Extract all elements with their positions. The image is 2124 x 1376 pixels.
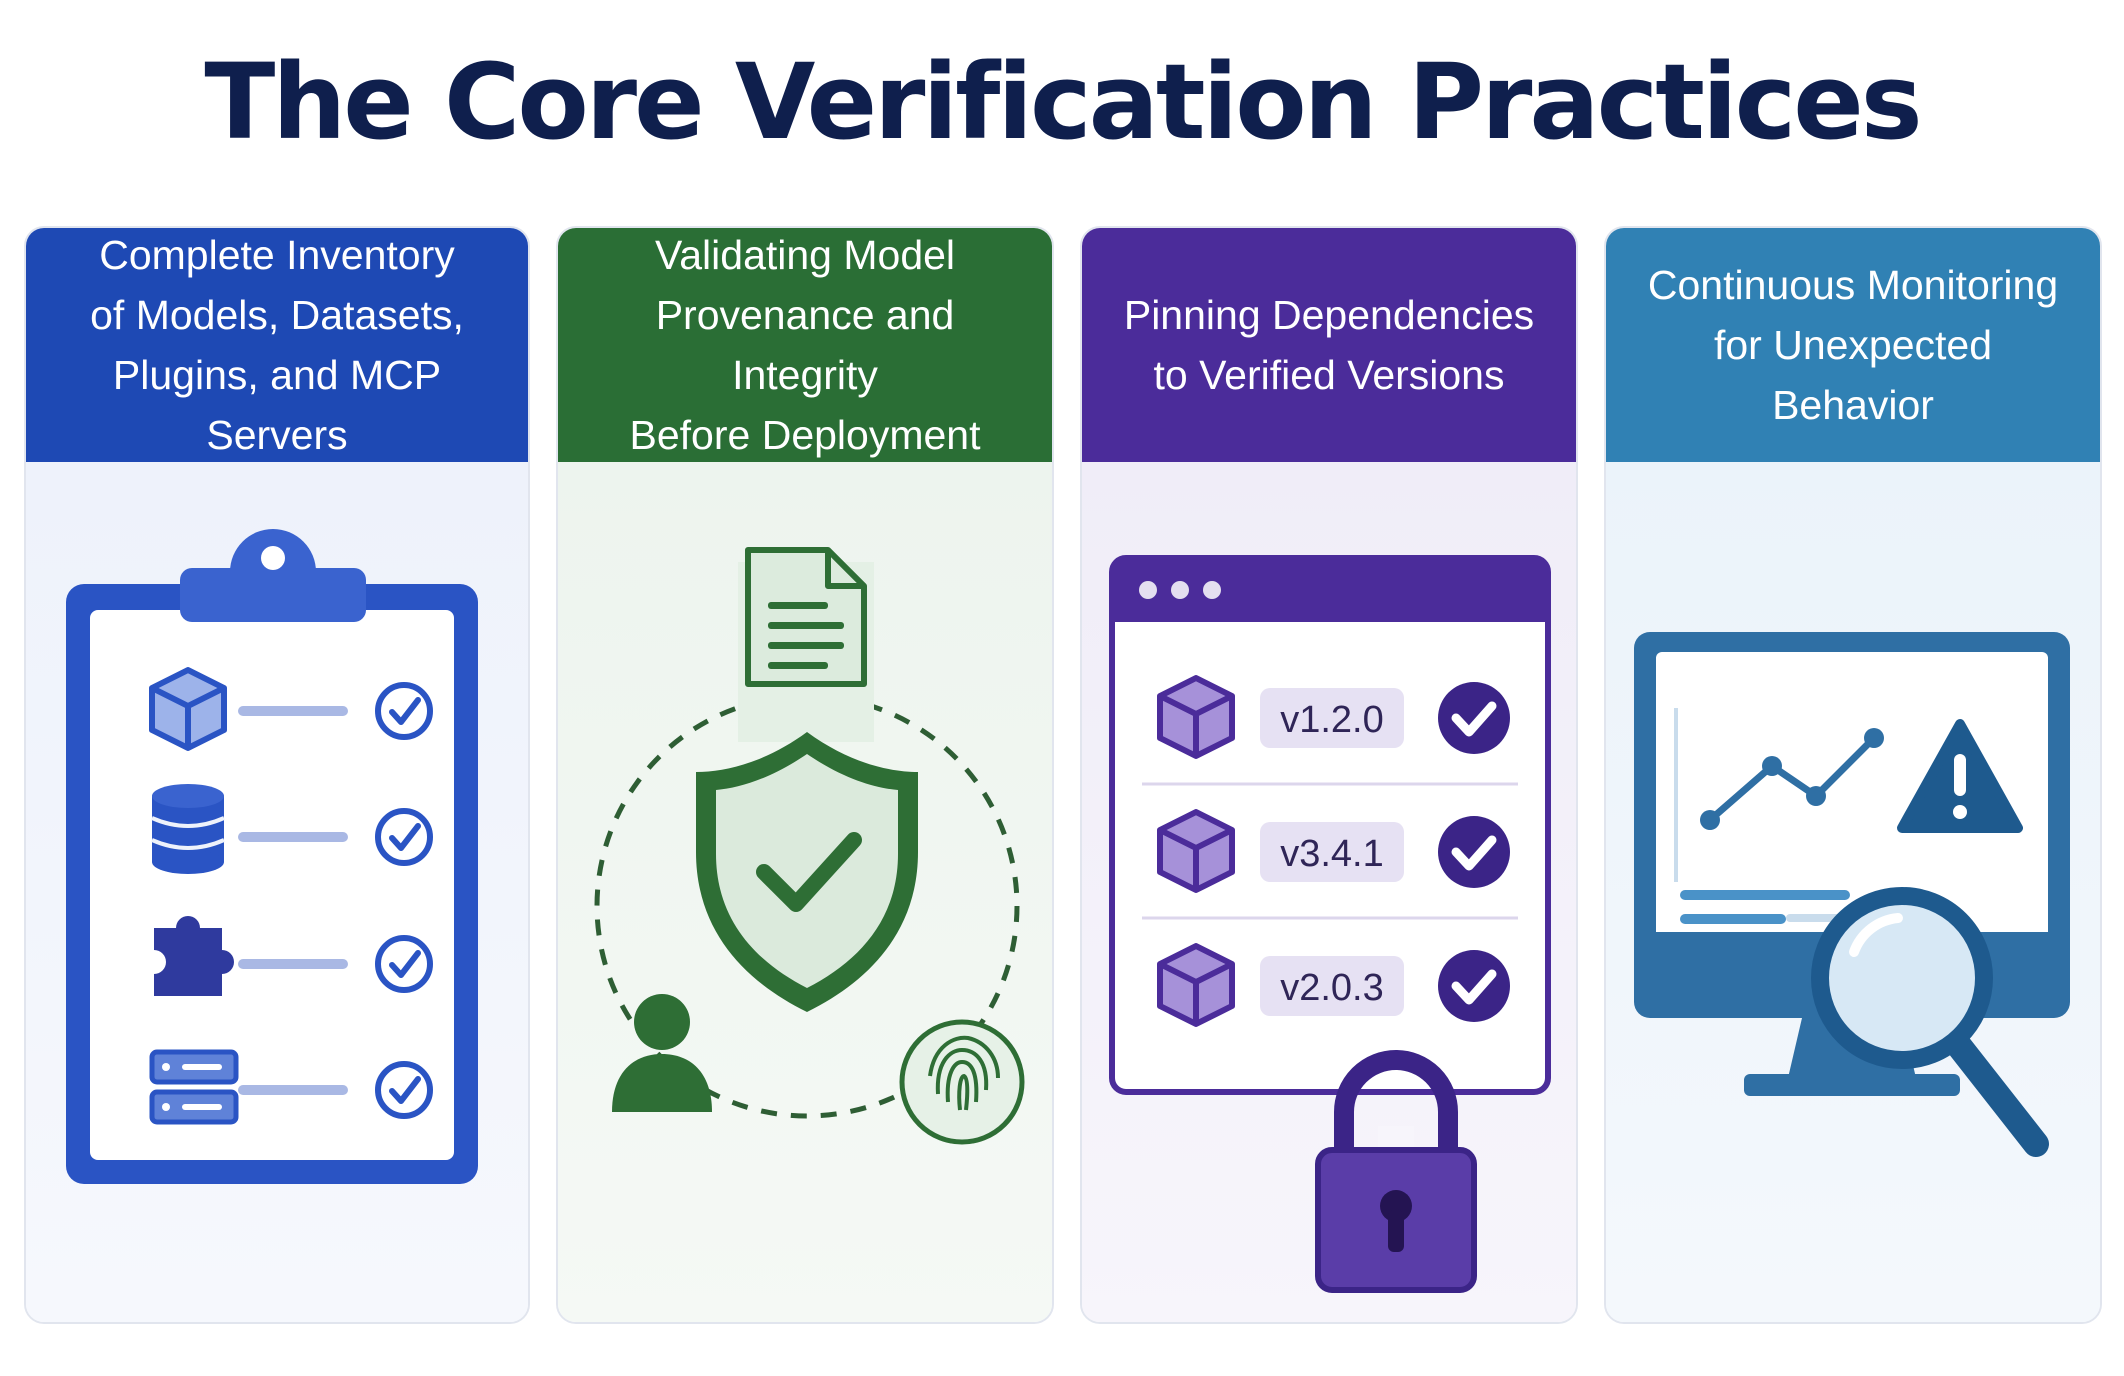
dashed-ring [594, 693, 1020, 1119]
card-heading: Pinning Dependencies to Verified Version… [1082, 228, 1576, 462]
check-circle-icon [1438, 816, 1510, 888]
cube-icon [1157, 943, 1235, 1027]
heading-line: for Unexpected [1713, 322, 1993, 368]
heading-line: Provenance and Integrity [655, 292, 955, 398]
puzzle-icon [154, 916, 234, 996]
heading-line: Behavior [1772, 382, 1934, 428]
dependency-row: v1.2.0 [1157, 675, 1510, 759]
card-pinning: Pinning Dependencies to Verified Version… [1080, 226, 1578, 1324]
warning-icon [1897, 719, 2023, 833]
heading-line: of Models, Datasets, [90, 292, 464, 338]
card-heading: Validating Model Provenance and Integrit… [558, 228, 1052, 462]
version-label: v2.0.3 [1280, 967, 1384, 1009]
check-circle-icon [375, 1061, 433, 1119]
document-icon [738, 547, 874, 742]
dependency-row: v2.0.3 [1157, 943, 1510, 1027]
cube-icon [149, 667, 227, 751]
heading-line: Before Deployment [629, 412, 981, 458]
check-circle-icon [375, 808, 433, 866]
version-badge [1260, 956, 1404, 1016]
user-icon [612, 994, 712, 1112]
card-illustration [1606, 462, 2100, 1322]
version-label: v1.2.0 [1280, 699, 1384, 741]
check-circle-icon [375, 682, 433, 740]
magnifier-icon [1811, 887, 2049, 1157]
card-illustration [26, 462, 528, 1322]
card-heading: Continuous Monitoring for Unexpected Beh… [1606, 228, 2100, 462]
check-circle-icon [1438, 682, 1510, 754]
shield-check-icon [696, 732, 918, 1012]
heading-line: Complete Inventory [99, 232, 455, 278]
cube-icon [1157, 675, 1235, 759]
heading-line: Continuous Monitoring [1647, 262, 2059, 308]
version-label: v3.4.1 [1280, 833, 1384, 875]
page-title: The Core Verification Practices [204, 41, 1922, 163]
database-icon [151, 784, 225, 874]
card-provenance: Validating Model Provenance and Integrit… [556, 226, 1054, 1324]
version-badge [1260, 822, 1404, 882]
padlock-icon [1315, 1050, 1477, 1293]
card-monitoring: Continuous Monitoring for Unexpected Beh… [1604, 226, 2102, 1324]
dependency-row: v3.4.1 [1157, 809, 1510, 893]
version-badge [1260, 688, 1404, 748]
server-icon [149, 1049, 239, 1125]
heading-line: to Verified Versions [1153, 352, 1505, 398]
card-inventory: Complete Inventory of Models, Datasets, … [24, 226, 530, 1324]
line-chart-icon [1674, 708, 1884, 924]
cube-icon [1157, 809, 1235, 893]
card-illustration: v1.2.0 v3.4.1 [1082, 462, 1576, 1322]
heading-line: Plugins, and MCP Servers [112, 352, 442, 458]
heading-line: Validating Model [654, 232, 956, 278]
check-circle-icon [1438, 950, 1510, 1022]
fingerprint-icon [899, 1019, 1025, 1145]
heading-line: Pinning Dependencies [1123, 292, 1535, 338]
card-illustration [558, 462, 1052, 1322]
card-heading: Complete Inventory of Models, Datasets, … [26, 228, 528, 462]
check-circle-icon [375, 935, 433, 993]
